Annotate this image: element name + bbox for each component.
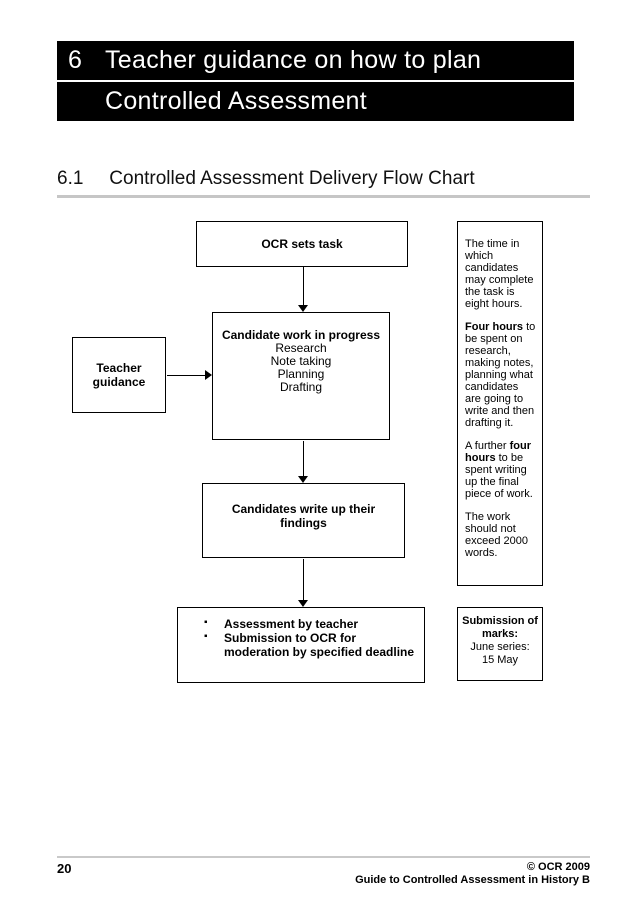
arrow-down-icon (298, 305, 308, 312)
assessment-bullet-list: Assessment by teacherSubmission to OCR f… (178, 616, 424, 659)
teacher-box-label: Teacher guidance (92, 361, 146, 389)
footer-right: © OCR 2009 Guide to Controlled Assessmen… (355, 861, 590, 887)
footer-rule (57, 856, 590, 858)
subsection-title: Controlled Assessment Delivery Flow Char… (109, 168, 475, 189)
chapter-title-line1: Teacher guidance on how to plan (105, 46, 482, 74)
chapter-title-line2: Controlled Assessment (105, 87, 367, 115)
arrow-line-teacher-to-candidate (167, 375, 206, 376)
arrow-line-ocr-to-candidate (303, 267, 304, 306)
footer-copyright: © OCR 2009 (526, 861, 590, 873)
side-note-time-box: The time in which candidates may complet… (457, 221, 543, 586)
side-note-submission-box: Submission of marks: June series: 15 May (457, 607, 543, 681)
ocr-box-label: OCR sets task (261, 237, 343, 251)
arrow-down-icon (298, 476, 308, 483)
submission-series: June series: (470, 641, 530, 653)
subsection-number: 6.1 (57, 168, 84, 189)
candidate-box-title: Candidate work in progress (221, 328, 381, 342)
writeup-box-label: Candidates write up their findings (231, 501, 376, 530)
arrow-line-candidate-to-writeup (303, 441, 304, 477)
subsection-heading: 6.1 Controlled Assessment Delivery Flow … (57, 168, 590, 190)
flowchart-box-writeup: Candidates write up their findings (202, 483, 405, 558)
chapter-header-line1: 6 Teacher guidance on how to plan (57, 41, 574, 80)
flowchart-box-teacher-guidance: Teacher guidance (72, 337, 166, 413)
flowchart-box-ocr-sets-task: OCR sets task (196, 221, 408, 267)
chapter-number: 6 (68, 46, 83, 74)
heading-rule (57, 195, 590, 198)
page-number: 20 (57, 861, 72, 876)
flowchart-box-assessment: Assessment by teacherSubmission to OCR f… (177, 607, 425, 683)
chapter-header-line2: Controlled Assessment (57, 82, 574, 121)
submission-date: 15 May (481, 654, 519, 666)
footer-subtitle: Guide to Controlled Assessment in Histor… (355, 874, 590, 886)
arrow-line-writeup-to-assessment (303, 559, 304, 601)
submission-title: Submission of marks: (462, 615, 538, 640)
arrow-down-icon (298, 600, 308, 607)
arrow-right-icon (205, 370, 212, 380)
